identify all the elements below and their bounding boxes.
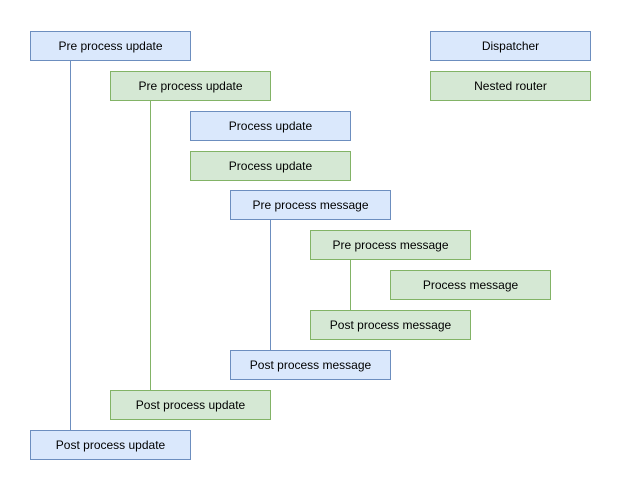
node-post-process-update-blue: Post process update [30, 430, 191, 460]
connector-pre-to-post-process-message-blue [270, 220, 271, 350]
node-process-update-blue: Process update [190, 111, 351, 141]
connector-pre-to-post-process-message-green [350, 260, 351, 310]
node-process-message-green: Process message [390, 270, 551, 300]
connector-pre-to-post-process-update-blue [70, 61, 71, 430]
legend-nested-router: Nested router [430, 71, 591, 101]
node-pre-process-message-green: Pre process message [310, 230, 471, 260]
node-post-process-message-blue: Post process message [230, 350, 391, 380]
node-process-update-green: Process update [190, 151, 351, 181]
node-post-process-update-green: Post process update [110, 390, 271, 420]
node-pre-process-update-green: Pre process update [110, 71, 271, 101]
legend-dispatcher: Dispatcher [430, 31, 591, 61]
node-pre-process-message-blue: Pre process message [230, 190, 391, 220]
node-post-process-message-green: Post process message [310, 310, 471, 340]
node-pre-process-update-blue: Pre process update [30, 31, 191, 61]
connector-pre-to-post-process-update-green [150, 101, 151, 390]
